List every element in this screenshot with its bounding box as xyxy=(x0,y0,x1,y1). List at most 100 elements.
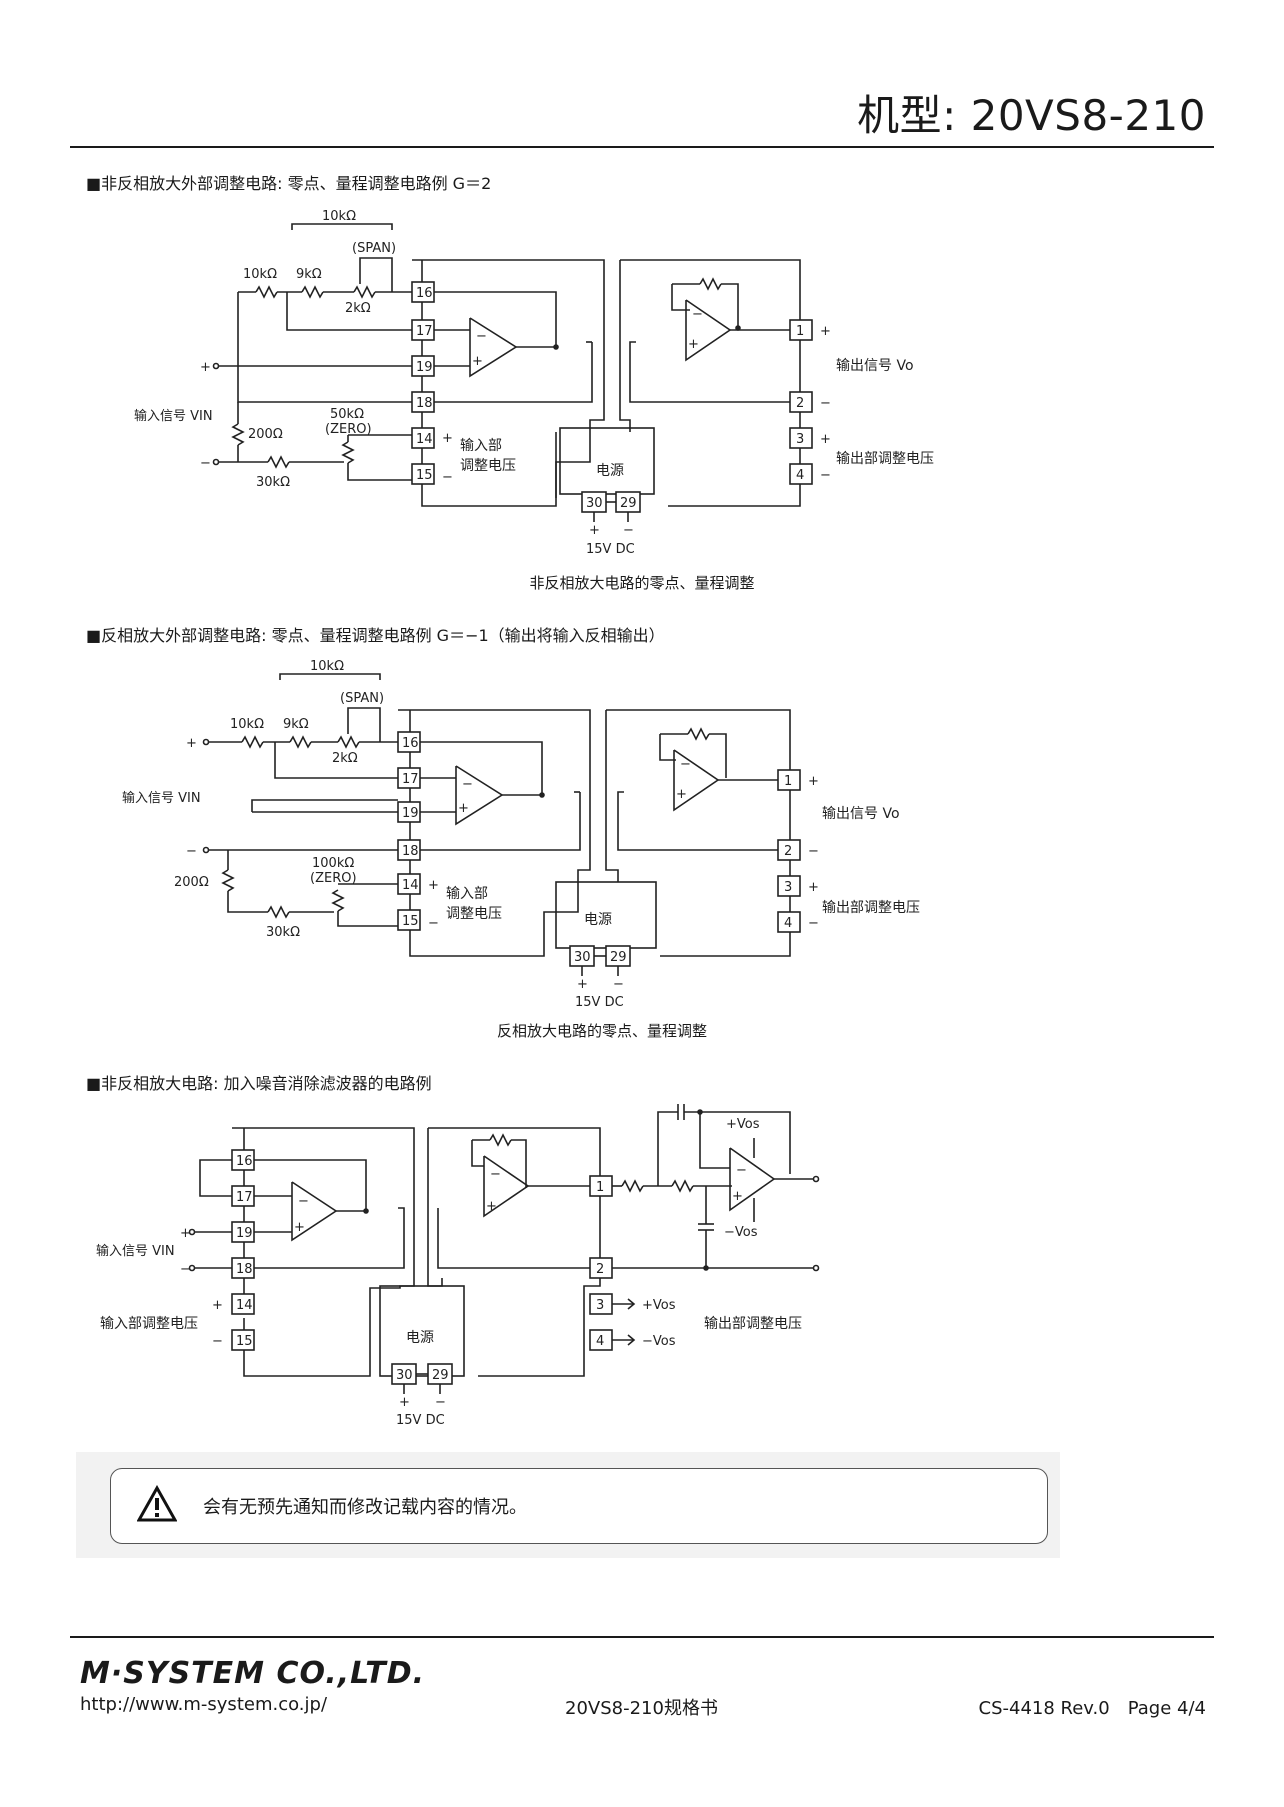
svg-text:14: 14 xyxy=(402,878,419,893)
svg-text:15: 15 xyxy=(402,914,419,929)
svg-text:1: 1 xyxy=(784,774,792,789)
model-title: 机型: 20VS8-210 xyxy=(857,91,1206,140)
svg-text:输出部调整电压: 输出部调整电压 xyxy=(704,1316,802,1332)
svg-text:200Ω: 200Ω xyxy=(174,875,209,890)
svg-text:输入部调整电压: 输入部调整电压 xyxy=(100,1316,198,1332)
footer-document-name: 20VS8-210规格书 xyxy=(565,1698,718,1719)
svg-text:电源: 电源 xyxy=(406,1330,434,1346)
svg-text:30: 30 xyxy=(396,1368,413,1383)
notice-text: 会有无预先通知而修改记载内容的情况。 xyxy=(203,1497,527,1518)
svg-text:30kΩ: 30kΩ xyxy=(266,925,300,940)
svg-text:−: − xyxy=(490,1167,501,1182)
circuit-diagram-3: 16 17 19 18 14 15 + − + − 输入信号 VIN 输入部调整… xyxy=(96,1104,820,1428)
footer-rule xyxy=(70,1636,1214,1638)
svg-text:+: + xyxy=(200,360,211,375)
svg-text:3: 3 xyxy=(784,880,792,895)
svg-text:19: 19 xyxy=(416,360,433,375)
svg-text:+Vos: +Vos xyxy=(726,1117,760,1132)
svg-text:50kΩ: 50kΩ xyxy=(330,407,364,422)
svg-text:200Ω: 200Ω xyxy=(248,427,283,442)
svg-text:30: 30 xyxy=(574,950,591,965)
company-logo: M·SYSTEM CO.,LTD. xyxy=(80,1656,426,1691)
svg-text:−: − xyxy=(820,396,831,411)
svg-text:+: + xyxy=(486,1199,497,1214)
svg-text:18: 18 xyxy=(416,396,433,411)
svg-text:+: + xyxy=(820,432,831,447)
notice-box: 会有无预先通知而修改记载内容的情况。 xyxy=(110,1468,1048,1544)
caption-2: 反相放大电路的零点、量程调整 xyxy=(496,1022,707,1040)
svg-text:+: + xyxy=(186,736,197,751)
svg-text:−: − xyxy=(442,470,453,485)
svg-text:19: 19 xyxy=(402,806,419,821)
svg-text:2: 2 xyxy=(784,844,792,859)
svg-text:+: + xyxy=(589,523,600,538)
svg-text:3: 3 xyxy=(796,432,804,447)
svg-text:−: − xyxy=(462,777,473,792)
svg-text:(ZERO): (ZERO) xyxy=(325,422,372,437)
svg-text:−: − xyxy=(808,844,819,859)
svg-text:10kΩ: 10kΩ xyxy=(230,717,264,732)
label-vo-1: 输出信号 Vo xyxy=(836,358,914,374)
svg-text:−: − xyxy=(298,1194,309,1209)
section-title-2: ■反相放大外部调整电路: 零点、量程调整电路例 G＝−1（输出将输入反相输出） xyxy=(86,626,665,645)
label-vin-2: 输入信号 VIN xyxy=(122,790,201,806)
label-r1-1: 10kΩ xyxy=(243,267,277,282)
svg-text:+: + xyxy=(472,354,483,369)
svg-text:15: 15 xyxy=(416,468,433,483)
svg-text:+: + xyxy=(212,1298,223,1313)
circuit-diagram-1: 10kΩ (SPAN) 10kΩ 9kΩ 2kΩ + − 输入信号 VIN 20… xyxy=(134,209,934,557)
svg-text:输出部调整电压: 输出部调整电压 xyxy=(836,451,934,467)
svg-text:29: 29 xyxy=(610,950,627,965)
svg-text:−: − xyxy=(680,757,691,772)
svg-text:17: 17 xyxy=(236,1190,253,1205)
svg-text:100kΩ: 100kΩ xyxy=(312,856,354,871)
svg-text:+: + xyxy=(577,977,588,992)
svg-text:29: 29 xyxy=(432,1368,449,1383)
warning-icon xyxy=(137,1485,177,1522)
svg-text:4: 4 xyxy=(796,468,804,483)
svg-text:16: 16 xyxy=(236,1154,253,1169)
label-r2-1: 9kΩ xyxy=(296,267,322,282)
svg-text:14: 14 xyxy=(236,1298,253,1313)
circuit-diagram-2: 10kΩ (SPAN) 10kΩ 9kΩ 2kΩ + − 输入信号 VIN 20… xyxy=(122,659,920,1010)
svg-text:输出部调整电压: 输出部调整电压 xyxy=(822,900,920,916)
svg-text:15V DC: 15V DC xyxy=(575,995,624,1010)
svg-text:−: − xyxy=(435,1395,446,1410)
svg-text:−: − xyxy=(212,1334,223,1349)
svg-text:30: 30 xyxy=(586,496,603,511)
svg-text:+: + xyxy=(458,801,469,816)
svg-text:10kΩ: 10kΩ xyxy=(310,659,344,674)
svg-text:调整电压: 调整电压 xyxy=(460,458,516,474)
svg-text:−: − xyxy=(428,916,439,931)
section-title-1: ■非反相放大外部调整电路: 零点、量程调整电路例 G＝2 xyxy=(86,174,492,193)
svg-text:17: 17 xyxy=(416,324,433,339)
svg-text:9kΩ: 9kΩ xyxy=(283,717,309,732)
svg-text:输入部: 输入部 xyxy=(446,886,488,902)
svg-text:−: − xyxy=(808,916,819,931)
svg-text:(SPAN): (SPAN) xyxy=(340,691,384,706)
svg-text:15V DC: 15V DC xyxy=(586,542,635,557)
footer-url[interactable]: http://www.m-system.co.jp/ xyxy=(80,1694,328,1715)
svg-text:2: 2 xyxy=(596,1262,604,1277)
svg-text:+: + xyxy=(180,1226,191,1241)
svg-text:+: + xyxy=(399,1395,410,1410)
svg-text:4: 4 xyxy=(596,1334,604,1349)
svg-text:−Vos: −Vos xyxy=(724,1225,758,1240)
svg-text:17: 17 xyxy=(402,772,419,787)
svg-text:−: − xyxy=(186,844,197,859)
header-rule xyxy=(70,146,1214,148)
svg-text:1: 1 xyxy=(596,1180,604,1195)
svg-text:18: 18 xyxy=(402,844,419,859)
svg-text:4: 4 xyxy=(784,916,792,931)
svg-text:+Vos: +Vos xyxy=(642,1298,676,1313)
svg-text:−Vos: −Vos xyxy=(642,1334,676,1349)
label-r-top-1: 10kΩ xyxy=(322,209,356,224)
svg-text:2: 2 xyxy=(796,396,804,411)
svg-text:+: + xyxy=(808,880,819,895)
svg-text:调整电压: 调整电压 xyxy=(446,906,502,922)
footer-revision: CS-4418 Rev.0 Page 4/4 xyxy=(978,1698,1207,1719)
svg-text:−: − xyxy=(613,977,624,992)
svg-text:+: + xyxy=(808,774,819,789)
svg-text:14: 14 xyxy=(416,432,433,447)
svg-text:电源: 电源 xyxy=(584,912,612,928)
